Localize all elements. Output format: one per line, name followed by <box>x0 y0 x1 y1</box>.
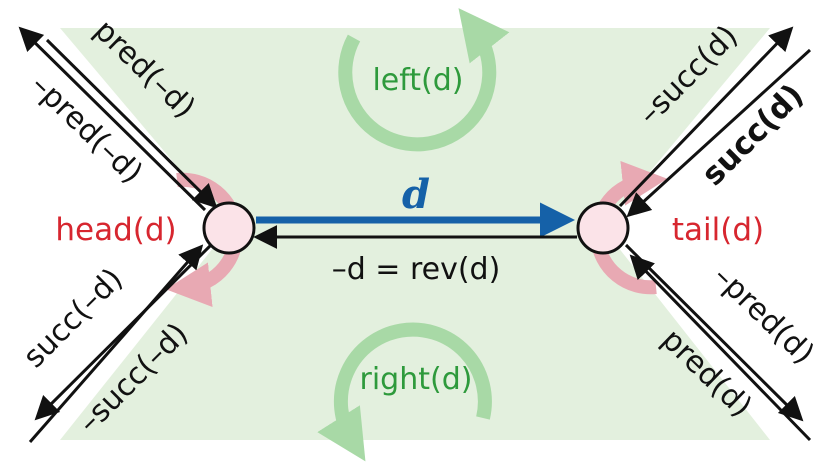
rev-label: –d = rev(d) <box>332 252 501 287</box>
edge-bottom-right-outer <box>629 254 812 442</box>
bottom-right-inner-label: –pred(d) <box>706 259 821 371</box>
head-label: head(d) <box>55 212 176 248</box>
left-face-rotation-arrow <box>338 8 510 152</box>
edge-bottom-right-inner <box>624 243 804 422</box>
head-vertex <box>202 201 256 255</box>
tail-vertex <box>576 201 630 255</box>
edge-bottom-left-inner <box>34 241 215 421</box>
right-face-label: right(d) <box>360 362 473 397</box>
right-face-rotation-arrow <box>317 322 492 462</box>
bottom-left-inner-label: succ(–d) <box>17 262 130 375</box>
edge-top-right-outer <box>626 48 812 218</box>
edge-top-right-inner <box>618 26 794 208</box>
left-face-label: left(d) <box>372 63 463 98</box>
edge-top-left-outer <box>18 26 207 212</box>
tail-label: tail(d) <box>672 212 764 248</box>
dart-label: d <box>402 171 430 218</box>
face-region <box>60 28 770 440</box>
edge-top-left-inner <box>45 38 218 209</box>
edge-bottom-left-outer <box>28 244 204 443</box>
